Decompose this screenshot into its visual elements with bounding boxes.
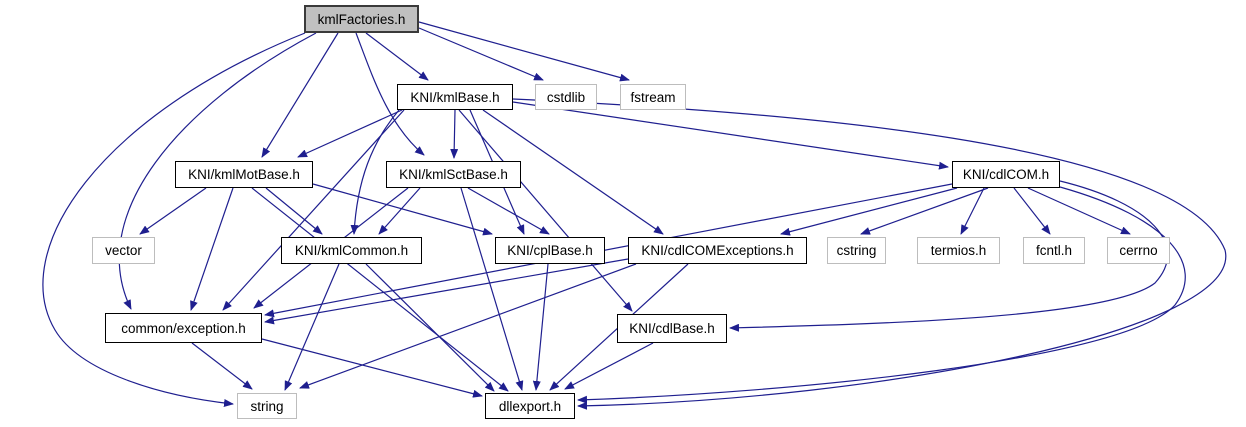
graph-node-cdlbase[interactable]: KNI/cdlBase.h	[617, 314, 727, 343]
graph-node-kmlcommon[interactable]: KNI/kmlCommon.h	[281, 237, 422, 264]
graph-node-vector: vector	[92, 237, 155, 264]
graph-node-sctbase[interactable]: KNI/kmlSctBase.h	[386, 161, 521, 188]
graph-node-exception[interactable]: common/exception.h	[105, 313, 262, 343]
edge-cdlcom-cstring	[860, 187, 989, 235]
edge-kmlbase-dllexport	[512, 98, 1227, 410]
edge-factories-kmlbase	[365, 32, 429, 81]
edge-factories-motbase	[261, 32, 339, 158]
graph-node-label: cerrno	[1119, 243, 1158, 258]
edge-kmlbase-cdlcomexc	[482, 109, 664, 235]
edge-sctbase-cplbase	[467, 187, 550, 235]
edge-kmlbase-sctbase	[450, 109, 459, 159]
graph-node-label: cstring	[836, 243, 877, 258]
graph-node-fstream: fstream	[620, 84, 686, 110]
graph-node-cerrno: cerrno	[1107, 237, 1170, 264]
edge-sctbase-dllexport	[460, 187, 524, 391]
graph-node-fcntl: fcntl.h	[1023, 237, 1085, 264]
graph-node-label: KNI/kmlCommon.h	[294, 243, 409, 258]
edge-factories-string	[42, 32, 306, 407]
graph-node-dllexport[interactable]: dllexport.h	[485, 393, 575, 419]
graph-node-label: KNI/kmlBase.h	[410, 89, 500, 105]
graph-node-label: KNI/kmlMotBase.h	[188, 167, 300, 182]
graph-node-label: fstream	[630, 89, 676, 105]
graph-node-cplbase[interactable]: KNI/cplBase.h	[495, 237, 605, 264]
edge-motbase-cplbase	[312, 183, 493, 236]
graph-node-cdlcomexc[interactable]: KNI/cdlCOMExceptions.h	[628, 237, 807, 264]
edge-cplbase-dllexport	[532, 263, 549, 391]
edge-kmlbase-kmlcommon	[350, 109, 400, 235]
edge-kmlbase-motbase	[297, 109, 403, 158]
graph-node-kmlbase[interactable]: KNI/kmlBase.h	[397, 84, 513, 110]
edge-cdlcom-dllexport	[577, 186, 1186, 404]
edge-cdlcom-termios	[960, 187, 985, 235]
graph-node-label: dllexport.h	[498, 398, 562, 414]
edge-cdlbase-dllexport	[564, 342, 654, 390]
edge-cdlcom-cerrno	[1027, 187, 1131, 235]
edge-exception-string	[191, 342, 253, 390]
graph-node-label: KNI/cplBase.h	[507, 243, 593, 258]
graph-node-motbase[interactable]: KNI/kmlMotBase.h	[175, 161, 313, 188]
edge-cdlcom-cdlcomexc	[780, 187, 958, 236]
graph-node-label: common/exception.h	[121, 320, 246, 336]
edge-motbase-dllexport	[251, 187, 509, 392]
edge-motbase-vector	[139, 187, 207, 235]
graph-node-termios: termios.h	[917, 237, 1000, 264]
edge-factories-fstream	[418, 21, 630, 82]
graph-node-label: string	[250, 398, 284, 414]
graph-node-label: kmlFactories.h	[317, 11, 406, 27]
graph-node-cdlcom[interactable]: KNI/cdlCOM.h	[952, 161, 1060, 188]
graph-node-label: termios.h	[930, 243, 987, 258]
edge-factories-exception	[118, 32, 317, 310]
graph-node-cstring: cstring	[827, 237, 886, 264]
edge-cdlcomexc-string	[299, 263, 637, 389]
edge-kmlbase-cdlcom	[512, 101, 949, 170]
edge-cdlcom-cdlbase	[729, 180, 1169, 332]
graph-node-label: KNI/cdlCOM.h	[962, 167, 1050, 182]
graph-node-label: KNI/cdlBase.h	[629, 321, 715, 336]
edge-cdlcomexc-exception	[264, 258, 629, 325]
graph-node-cstdlib: cstdlib	[535, 84, 597, 110]
graph-node-label: KNI/kmlSctBase.h	[399, 167, 508, 182]
edge-kmlbase-exception	[222, 109, 405, 311]
graph-node-string: string	[237, 393, 297, 419]
edge-cdlcom-exception	[264, 183, 953, 318]
edge-sctbase-kmlcommon	[378, 187, 421, 235]
edge-kmlcommon-dllexport	[365, 263, 495, 392]
edge-kmlcommon-string	[284, 263, 340, 391]
graph-node-label: vector	[105, 243, 142, 258]
edge-cdlcom-fcntl	[1013, 187, 1051, 235]
edge-factories-sctbase	[355, 32, 425, 156]
edge-kmlbase-cdlbase	[458, 109, 633, 312]
graph-node-label: KNI/cdlCOMExceptions.h	[641, 243, 794, 258]
graph-node-factories: kmlFactories.h	[304, 5, 419, 33]
edge-exception-dllexport	[261, 338, 483, 398]
edge-motbase-exception	[190, 187, 234, 311]
graph-node-label: cstdlib	[546, 89, 586, 105]
graph-node-label: fcntl.h	[1035, 243, 1073, 258]
edge-motbase-kmlcommon	[265, 187, 323, 235]
edge-factories-cstdlib	[418, 27, 544, 81]
